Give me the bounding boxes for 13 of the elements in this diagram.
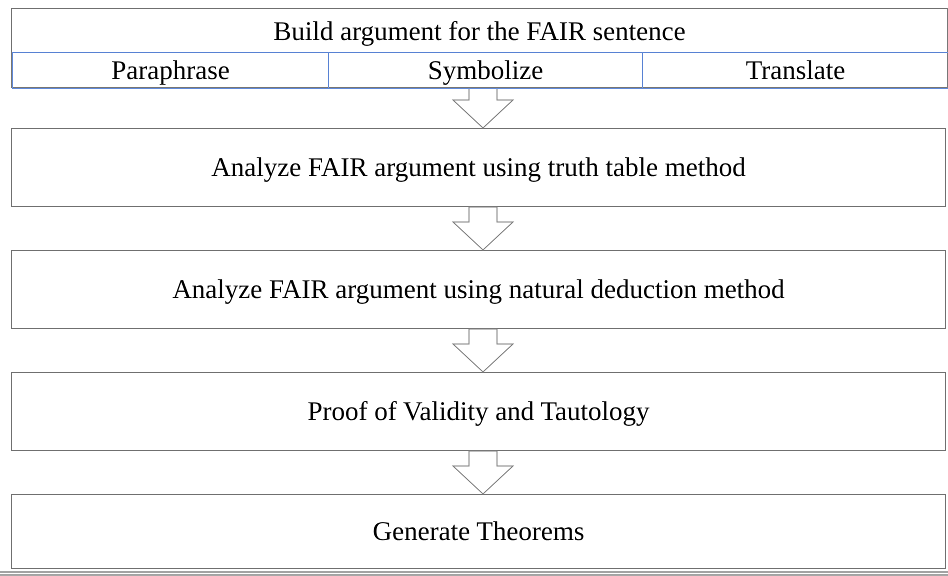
block-arrow [452,88,514,129]
step-box: Analyze FAIR argument using natural deduction method [11,250,946,329]
block-arrow [452,450,514,495]
step-box: Analyze FAIR argument using truth table method [11,128,946,207]
group-box [11,8,948,88]
step-cell: Symbolize [328,52,643,89]
group-heading: Build argument for the FAIR sentence [272,14,687,48]
step-cell: Paraphrase [12,52,329,89]
block-arrow [452,328,514,373]
block-arrow [452,206,514,251]
step-box: Generate Theorems [11,494,946,569]
step-box: Proof of Validity and Tautology [11,372,946,451]
step-cell: Translate [642,52,948,89]
